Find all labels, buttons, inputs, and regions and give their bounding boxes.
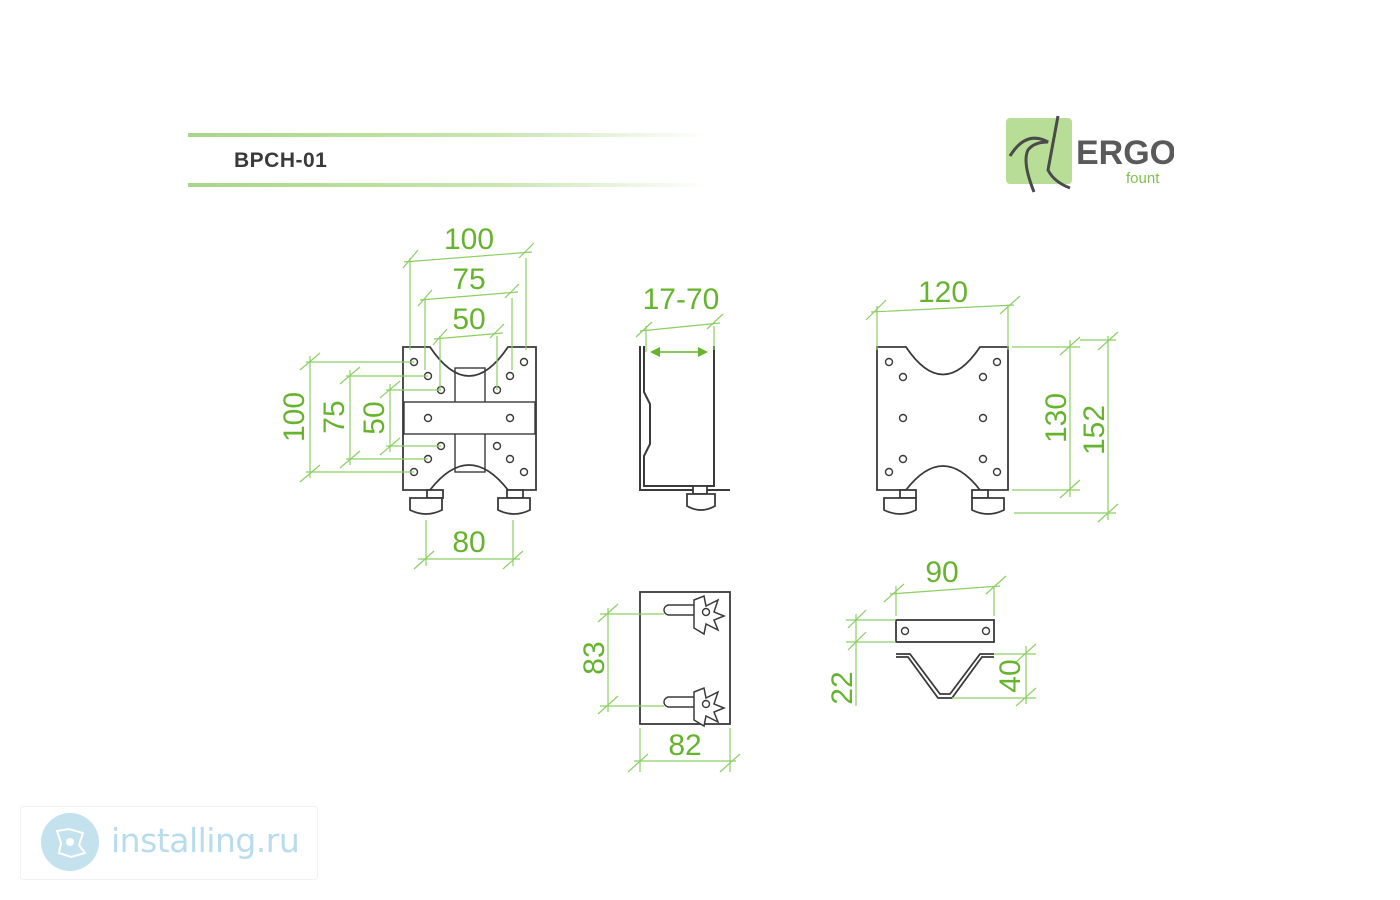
- dim-front-width-outer: 100: [444, 223, 494, 256]
- back-plate: [876, 346, 1009, 491]
- page-title: BPCH-01: [234, 149, 328, 172]
- dim-front-height-outer: 100: [278, 392, 311, 442]
- front-foot-left: [409, 497, 443, 515]
- dim-back-width: 120: [918, 276, 968, 309]
- bracket-view: 90 22 40: [826, 556, 1037, 707]
- bracket-v-clip: [896, 653, 994, 695]
- title-top-rule: [188, 133, 708, 137]
- mount-plate-view: 83 82: [578, 591, 741, 773]
- back-view: 120 130 152: [865, 276, 1119, 523]
- title-bar: BPCH-01: [188, 130, 708, 190]
- dim-front-width-middle: 75: [452, 263, 485, 296]
- front-foot-left-stem: [426, 489, 444, 499]
- dim-back-total-height: 152: [1078, 405, 1111, 455]
- side-view: 17-70: [635, 283, 730, 511]
- logo-brand-text: ERGO: [1076, 134, 1174, 172]
- dim-front-height-inner: 50: [358, 401, 391, 434]
- dim-bracket-height: 40: [994, 659, 1027, 692]
- bracket-bar: [895, 619, 995, 643]
- back-foot-left: [883, 497, 917, 515]
- back-foot-right: [971, 497, 1005, 515]
- front-foot-right-stem: [506, 489, 524, 499]
- watermark-logo-icon: [41, 813, 99, 871]
- watermark-text: installing.ru: [111, 821, 300, 860]
- dim-front-feet: 80: [452, 526, 485, 559]
- side-foot: [686, 493, 716, 511]
- logo-sub-text: fount: [1126, 170, 1160, 187]
- front-view: 100 75 50 100 75 50 80: [278, 223, 537, 570]
- thumb-knob-upper: [693, 594, 727, 636]
- dim-back-height: 130: [1040, 393, 1073, 443]
- front-foot-right: [497, 497, 531, 515]
- title-bottom-rule: [188, 183, 708, 187]
- thumb-knob-lower: [693, 686, 727, 728]
- watermark: installing.ru: [20, 806, 318, 880]
- front-horizontal-band: [403, 401, 536, 435]
- dim-front-height-middle: 75: [318, 400, 351, 433]
- dim-bracket-width: 90: [925, 556, 958, 589]
- dim-plate-width: 82: [668, 729, 701, 762]
- ergo-logo: ERGO fount: [1006, 115, 1174, 193]
- dim-plate-height: 83: [578, 641, 611, 674]
- dim-bracket-depth: 22: [826, 671, 859, 704]
- dim-side-range: 17-70: [643, 283, 720, 316]
- dim-front-width-inner: 50: [452, 303, 485, 336]
